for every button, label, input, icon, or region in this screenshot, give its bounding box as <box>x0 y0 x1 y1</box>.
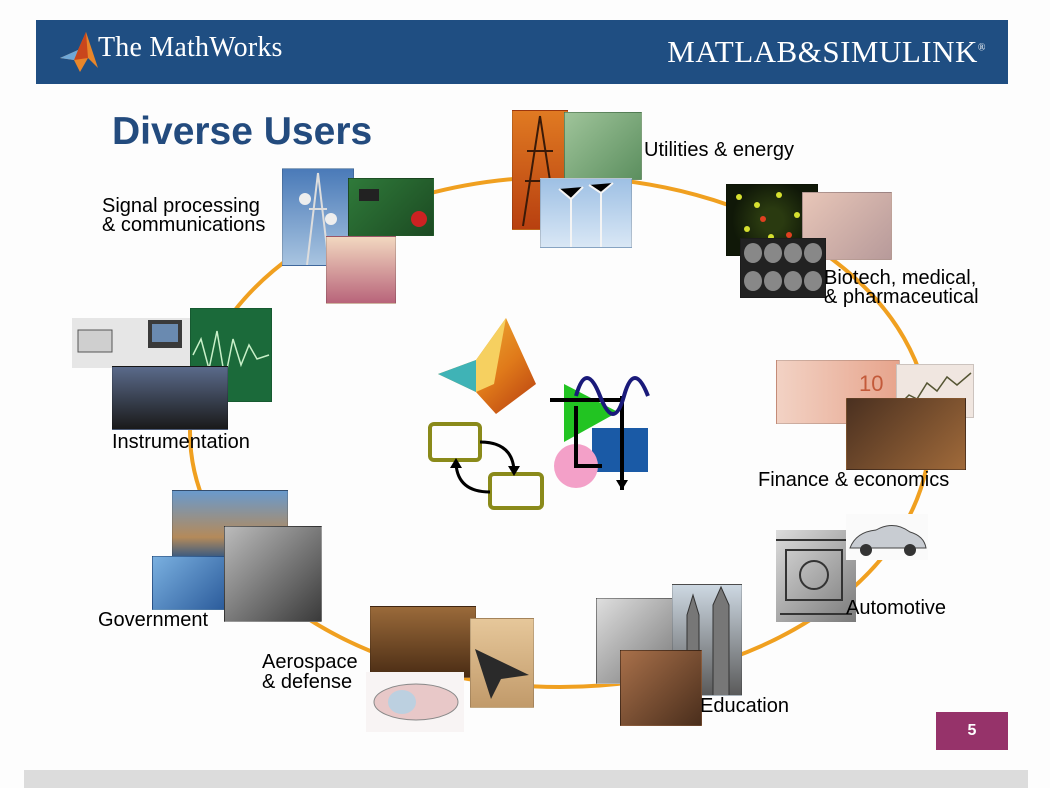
footer-bar <box>24 770 1028 788</box>
label-education: Education <box>700 695 789 717</box>
matlab-membrane-logo-icon <box>438 318 536 414</box>
product-name: MATLAB&SIMULINK <box>667 34 978 69</box>
page-number-badge: 5 <box>936 712 1008 750</box>
utilities-photo-generator <box>564 112 642 180</box>
svg-text:10: 10 <box>859 371 883 396</box>
slide-title: Diverse Users <box>112 110 373 153</box>
education-photo-classroom <box>620 650 702 726</box>
government-photo-touchscreen <box>152 556 228 610</box>
label-automotive: Automotive <box>846 597 947 619</box>
label-signal-line2: & communications <box>102 214 266 236</box>
company-name: The MathWorks <box>98 32 283 63</box>
label-utilities-energy: Utilities & energy <box>644 139 795 161</box>
signal-photo-circuit-board <box>348 178 434 236</box>
instrumentation-photo-equipment <box>72 318 192 368</box>
signal-shapes-icon <box>550 376 650 490</box>
label-biotech-line1: Biotech, medical, <box>824 267 977 289</box>
label-biotech-line2: & pharmaceutical <box>824 286 979 308</box>
government-photo-officials <box>224 526 322 622</box>
label-aerospace-line1: Aerospace <box>262 651 358 673</box>
mathworks-logo-icon <box>60 32 98 72</box>
product-logo-text: MATLAB&SIMULINK® <box>667 34 986 70</box>
automotive-photo-car <box>846 514 928 560</box>
aerospace-photo-rover <box>370 606 476 678</box>
label-government: Government <box>98 609 209 631</box>
instrumentation-photo-cockpit <box>112 366 228 430</box>
label-finance-economics: Finance & economics <box>758 469 950 491</box>
label-signal-line1: Signal processing <box>102 195 260 217</box>
finance-photo-trader <box>846 398 966 470</box>
aerospace-photo-engine-diagram <box>366 672 464 732</box>
utilities-photo-wind-turbines <box>540 178 632 248</box>
label-aerospace-line2: & defense <box>262 671 353 693</box>
simulink-block-diagram-icon <box>428 422 544 510</box>
biotech-photo-brain-scans <box>740 238 826 298</box>
aerospace-photo-stealth-bomber <box>470 618 534 708</box>
signal-photo-child-phone <box>326 236 396 304</box>
automotive-photo-engine <box>776 530 856 622</box>
label-instrumentation: Instrumentation <box>112 431 250 453</box>
header-bar: The MathWorks MATLAB&SIMULINK® <box>36 20 1008 84</box>
registered-mark: ® <box>977 42 986 54</box>
